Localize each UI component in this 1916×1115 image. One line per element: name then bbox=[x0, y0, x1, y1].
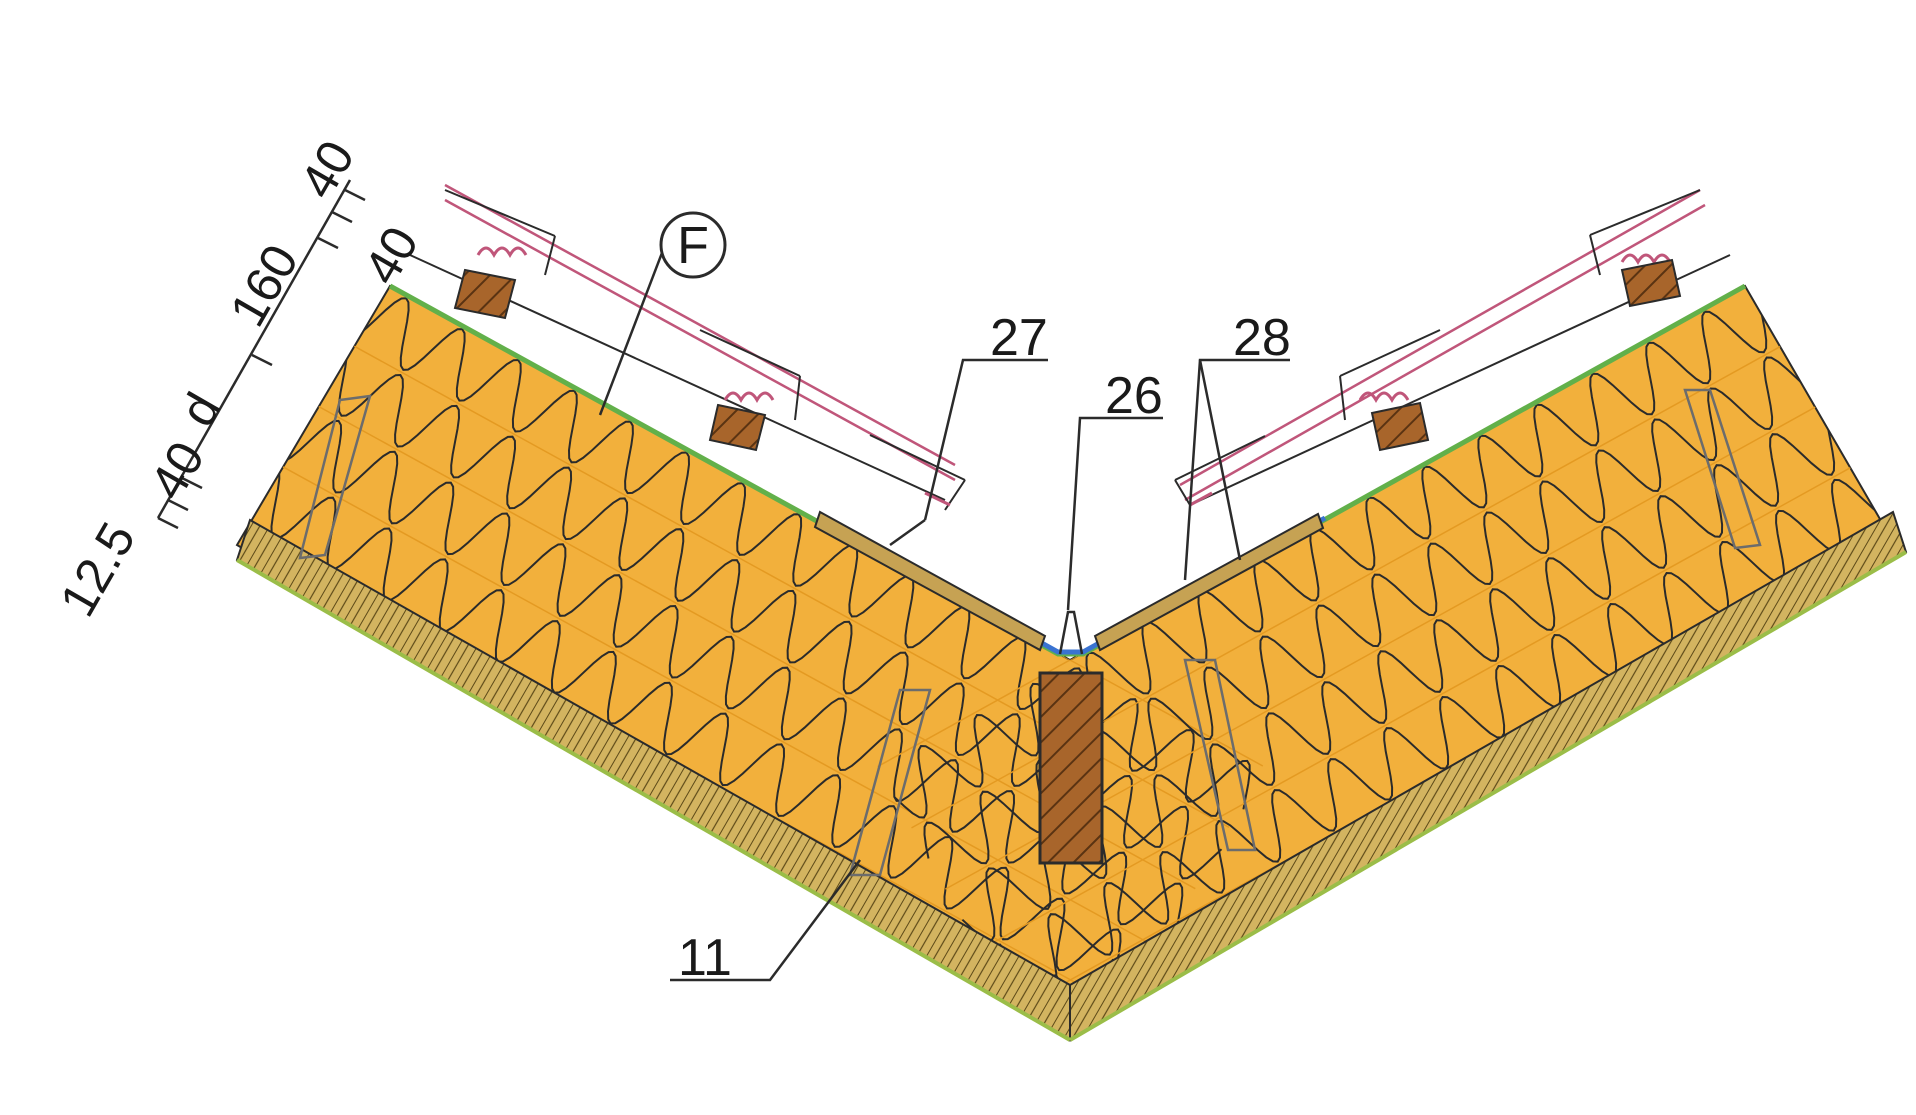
callout-28: 28 bbox=[1233, 309, 1291, 367]
dim-160: 160 bbox=[219, 235, 309, 335]
callout-11: 11 bbox=[678, 929, 732, 987]
dim-40-c: 40 bbox=[353, 217, 429, 293]
callout-27: 27 bbox=[990, 309, 1048, 367]
dim-d: d bbox=[169, 383, 231, 435]
valley-timber bbox=[1040, 673, 1102, 863]
dim-12-5: 12.5 bbox=[49, 513, 146, 625]
dim-40-b: 40 bbox=[289, 131, 365, 207]
callout-26: 26 bbox=[1105, 367, 1163, 425]
callout-f-label: F bbox=[677, 217, 709, 275]
valley-seam bbox=[1060, 612, 1082, 654]
dim-40-a: 40 bbox=[139, 432, 215, 508]
